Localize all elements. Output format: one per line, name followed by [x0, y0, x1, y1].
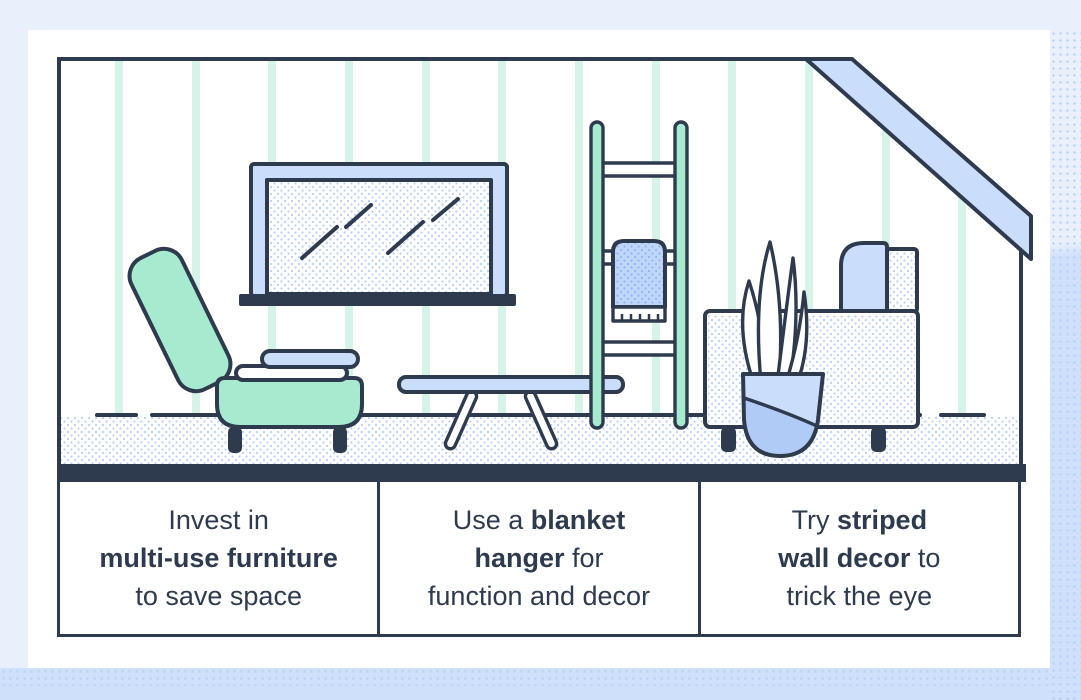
background-right-dot-strip — [1050, 30, 1081, 700]
caption-text: Invest in multi-use furniture to save sp… — [99, 505, 338, 611]
caption-cell-multi-use-furniture: Invest in multi-use furniture to save sp… — [60, 482, 377, 634]
folded-blankets-icon — [234, 349, 360, 382]
hanging-blanket-icon — [611, 239, 667, 323]
slanted-ceiling-beam-icon — [804, 57, 1033, 464]
caption-text: Try striped wall decor to trick the eye — [778, 505, 941, 611]
floor-divider-bar — [57, 464, 1026, 482]
blanket-ladder-icon — [589, 120, 689, 430]
wall-mirror-icon — [239, 162, 516, 306]
caption-cell-striped-wall-decor: Try striped wall decor to trick the eye — [697, 482, 1018, 634]
background-bottom-band — [0, 668, 1081, 700]
background-dot-texture — [0, 668, 1081, 686]
futon-chair-icon — [127, 246, 364, 453]
coffee-table-icon — [397, 375, 625, 451]
caption-text: Use a blanket hanger for function and de… — [427, 505, 651, 611]
caption-cell-blanket-hanger: Use a blanket hanger for function and de… — [377, 482, 697, 634]
potted-snake-plant-icon — [740, 240, 825, 458]
scene-frame-border — [57, 57, 810, 482]
caption-row: Invest in multi-use furniture to save sp… — [57, 482, 1021, 637]
